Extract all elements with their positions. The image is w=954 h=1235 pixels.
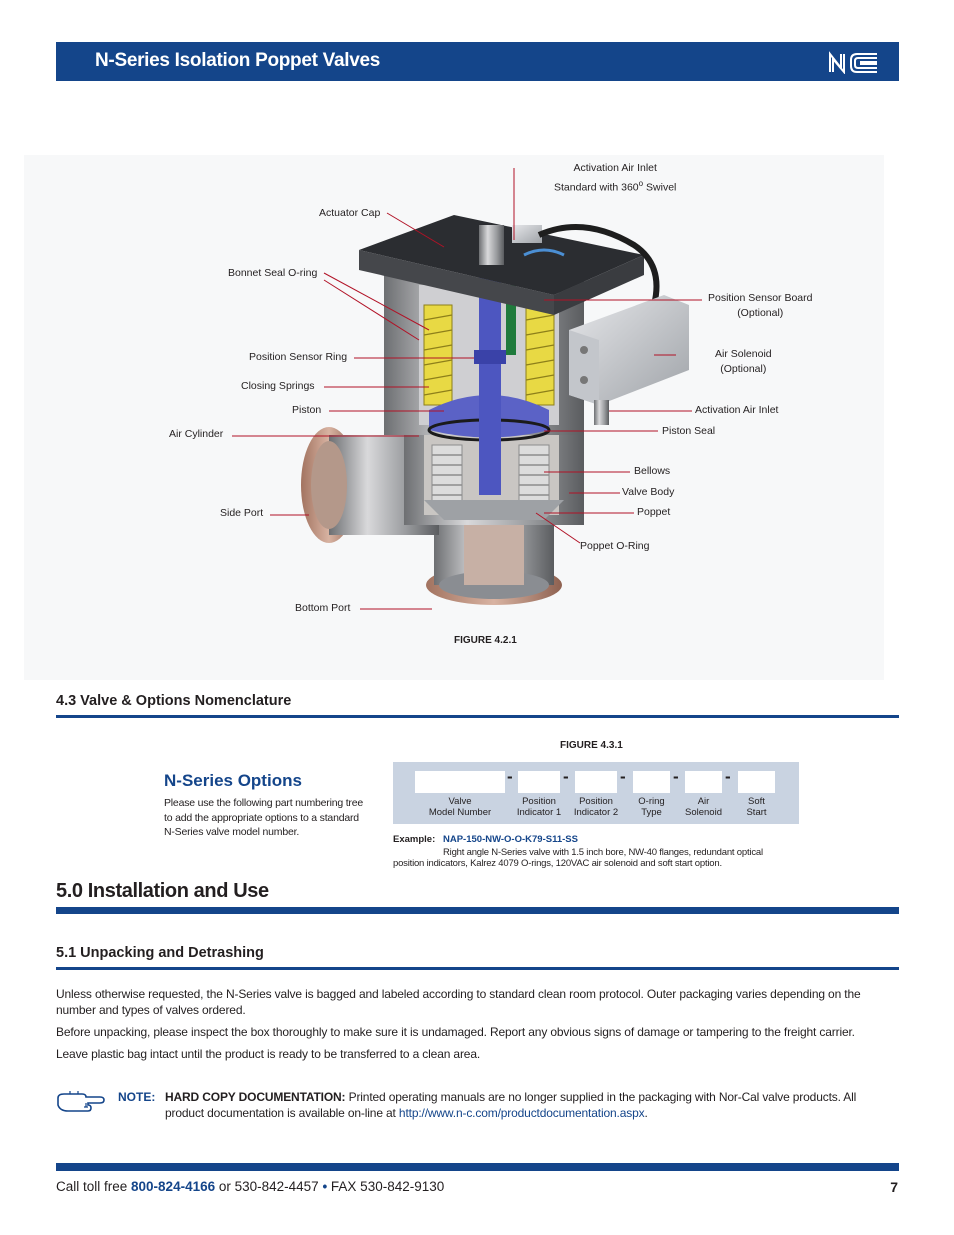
example-code: NAP-150-NW-O-O-K79-S11-SS bbox=[443, 834, 578, 845]
pn-dash: - bbox=[725, 767, 731, 786]
footer-contact: Call toll free 800-824-4166 or 530-842-4… bbox=[56, 1179, 444, 1194]
callout-piston: Piston bbox=[292, 404, 322, 416]
callout-activation-air-inlet-top: Activation Air Inlet Standard with 360o … bbox=[554, 162, 677, 194]
callout-position-sensor-board: Position Sensor Board (Optional) bbox=[708, 292, 813, 319]
page-header-bar: N-Series Isolation Poppet Valves bbox=[56, 42, 899, 81]
pn-dash: - bbox=[563, 767, 569, 786]
note-label: NOTE: bbox=[118, 1090, 156, 1104]
example-description: Right angle N-Series valve with 1.5 inch… bbox=[393, 847, 763, 869]
note-body: Printed operating manuals are no longer … bbox=[165, 1090, 857, 1120]
pn-field-position-1 bbox=[518, 771, 560, 793]
callout-bellows: Bellows bbox=[634, 465, 671, 477]
pn-dash: - bbox=[507, 767, 513, 786]
valve-cutaway-figure: Activation Air Inlet Standard with 360o … bbox=[24, 155, 884, 680]
section-5-1-heading: 5.1 Unpacking and Detrashing bbox=[56, 945, 264, 961]
options-title: N-Series Options bbox=[164, 771, 302, 790]
callout-bonnet-seal: Bonnet Seal O-ring bbox=[228, 267, 318, 279]
toll-free-phone[interactable]: 800-824-4166 bbox=[131, 1179, 216, 1194]
paragraph-packaging: Unless otherwise requested, the N-Series… bbox=[56, 987, 861, 1017]
paragraph-plastic-bag: Leave plastic bag intact until the produ… bbox=[56, 1047, 481, 1061]
callout-actuator-cap: Actuator Cap bbox=[319, 207, 381, 219]
callout-activation-air-inlet: Activation Air Inlet bbox=[695, 404, 779, 416]
example-label: Example: bbox=[393, 834, 436, 845]
callout-air-solenoid: Air Solenoid (Optional) bbox=[715, 348, 772, 375]
pointing-hand-icon bbox=[57, 1091, 105, 1112]
section-5-0-rule bbox=[56, 907, 899, 914]
pn-field-soft-start bbox=[738, 771, 775, 793]
options-description: Please use the following part numbering … bbox=[164, 797, 363, 838]
callout-bottom-port: Bottom Port bbox=[295, 602, 351, 614]
callout-piston-seal: Piston Seal bbox=[662, 425, 716, 437]
nc-logo-icon bbox=[829, 51, 877, 74]
note-heading: HARD COPY DOCUMENTATION: bbox=[165, 1090, 346, 1104]
callout-closing-springs: Closing Springs bbox=[241, 380, 315, 392]
callout-poppet: Poppet bbox=[637, 506, 671, 518]
paragraph-inspection: Before unpacking, please inspect the box… bbox=[56, 1025, 855, 1039]
callout-lines bbox=[232, 168, 702, 610]
page-number: 7 bbox=[890, 1179, 898, 1195]
callout-air-cylinder: Air Cylinder bbox=[169, 428, 224, 440]
section-4-3-heading: 4.3 Valve & Options Nomenclature bbox=[56, 693, 292, 709]
section-5-0-heading: 5.0 Installation and Use bbox=[56, 880, 269, 902]
footer-rule bbox=[56, 1163, 899, 1171]
note-end: . bbox=[644, 1106, 648, 1120]
callout-poppet-oring: Poppet O-Ring bbox=[580, 540, 650, 552]
callout-valve-body: Valve Body bbox=[622, 486, 675, 498]
note-text: HARD COPY DOCUMENTATION: Printed operati… bbox=[165, 1089, 895, 1121]
pn-dash: - bbox=[673, 767, 679, 786]
pn-field-position-2 bbox=[575, 771, 617, 793]
pn-dash: - bbox=[620, 767, 626, 786]
figure-4-2-1-caption: FIGURE 4.2.1 bbox=[454, 635, 517, 646]
product-documentation-link[interactable]: http://www.n-c.com/productdocumentation.… bbox=[398, 1106, 645, 1120]
callout-position-sensor-ring: Position Sensor Ring bbox=[249, 351, 348, 363]
callout-side-port: Side Port bbox=[220, 507, 264, 519]
footer-fax: FAX 530-842-9130 bbox=[327, 1179, 445, 1194]
valve-cutaway-illustration bbox=[24, 155, 884, 680]
pn-field-solenoid bbox=[685, 771, 722, 793]
page-title: N-Series Isolation Poppet Valves bbox=[95, 50, 381, 71]
figure-4-3-1-caption: FIGURE 4.3.1 bbox=[560, 740, 623, 751]
pn-field-model bbox=[415, 771, 505, 793]
pn-field-oring bbox=[633, 771, 670, 793]
section-4-3-rule bbox=[56, 715, 899, 718]
footer-bullet: • bbox=[322, 1179, 328, 1194]
footer-prefix: Call toll free bbox=[56, 1179, 132, 1194]
section-5-1-rule bbox=[56, 967, 899, 970]
footer-phone-local: or 530-842-4457 bbox=[215, 1179, 323, 1194]
